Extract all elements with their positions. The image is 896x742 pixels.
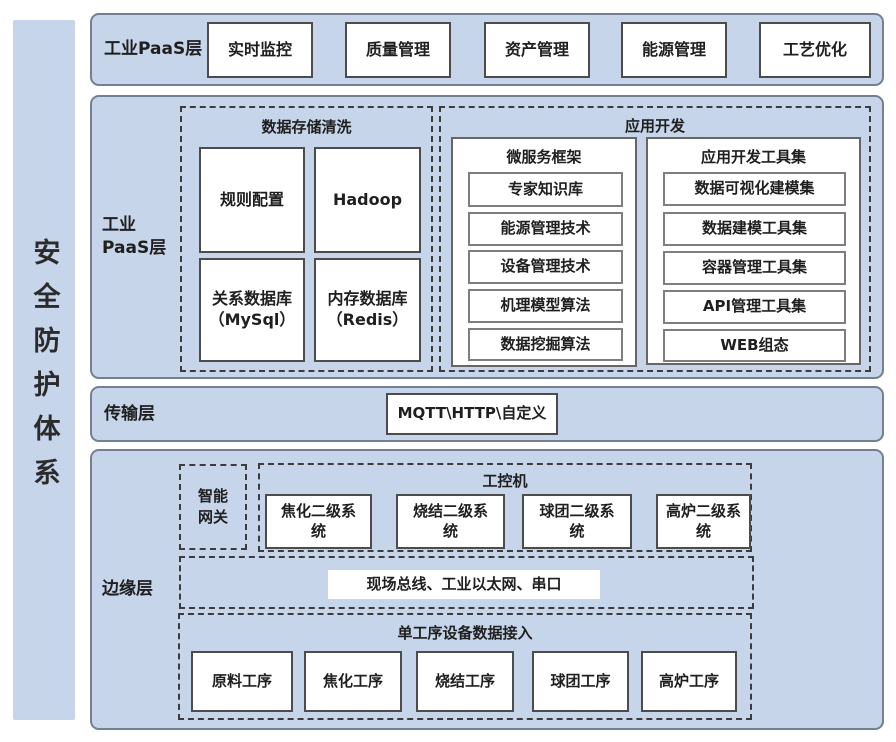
appdev-toolset-panel: 应用开发工具集 数据可视化建模集 数据建模工具集 容器管理工具集 API管理工具…: [646, 137, 861, 365]
fieldbus-group: 现场总线、工业以太网、串口: [179, 556, 754, 609]
data-viz-modeling-box: 数据可视化建模集: [663, 172, 846, 206]
hadoop-box: Hadoop: [314, 147, 421, 253]
ipc-title: 工控机: [482, 472, 528, 490]
edge-layer-section: 边缘层 智能 网关 工控机 焦化二级系 统 烧结二级系 统 球团二级系 统 高炉…: [90, 449, 884, 730]
app-development-group: 应用开发 微服务框架 专家知识库 能源管理技术 设备管理技术 机理模型算法 数据…: [439, 106, 871, 372]
web-config-box: WEB组态: [663, 329, 846, 362]
app-development-title: 应用开发: [624, 117, 685, 135]
fieldbus-label-box: 现场总线、工业以太网、串口: [328, 570, 600, 599]
pelletizing-l2-system-box: 球团二级系 统: [522, 494, 632, 549]
appdev-toolset-title: 应用开发工具集: [700, 148, 806, 166]
paas-layer-section: 工业 PaaS层 数据存储清洗 规则配置 Hadoop 关系数据库 （MySql…: [90, 95, 884, 379]
security-sidebar: 安全防护体系: [13, 20, 75, 720]
smart-gateway-label: 智能 网关: [197, 487, 228, 526]
realtime-monitoring-box: 实时监控: [207, 22, 313, 78]
coking-process-box: 焦化工序: [304, 651, 402, 712]
sintering-l2-system-box: 烧结二级系 统: [396, 494, 505, 549]
rule-config-box: 规则配置: [199, 147, 305, 253]
app-layer-section: 工业PaaS层 实时监控 质量管理 资产管理 能源管理 工艺优化: [90, 13, 884, 86]
transport-layer-section: 传输层 MQTT\HTTP\自定义: [90, 386, 884, 442]
blast-furnace-l2-system-box: 高炉二级系 统: [656, 494, 751, 549]
energy-mgmt-tech-box: 能源管理技术: [468, 212, 623, 246]
raw-material-process-box: 原料工序: [191, 651, 293, 712]
expert-knowledge-box: 专家知识库: [468, 172, 623, 207]
ipc-group: 工控机 焦化二级系 统 烧结二级系 统 球团二级系 统 高炉二级系 统: [258, 463, 752, 552]
mqtt-http-box: MQTT\HTTP\自定义: [386, 393, 558, 435]
data-mining-box: 数据挖掘算法: [468, 328, 623, 361]
transport-layer-label: 传输层: [104, 403, 155, 424]
coking-l2-system-box: 焦化二级系 统: [265, 494, 372, 549]
sintering-process-box: 烧结工序: [416, 651, 514, 712]
mechanism-model-box: 机理模型算法: [468, 289, 623, 323]
process-data-access-group: 单工序设备数据接入 原料工序 焦化工序 烧结工序 球团工序 高炉工序: [178, 613, 752, 720]
equipment-mgmt-tech-box: 设备管理技术: [468, 250, 623, 284]
app-layer-label: 工业PaaS层: [104, 39, 203, 60]
blast-furnace-process-box: 高炉工序: [641, 651, 737, 712]
container-mgmt-tools-box: 容器管理工具集: [663, 251, 846, 285]
data-storage-title: 数据存储清洗: [261, 118, 352, 136]
process-optimization-box: 工艺优化: [759, 22, 871, 78]
smart-gateway-box: 智能 网关: [179, 464, 247, 550]
asset-management-box: 资产管理: [484, 22, 590, 78]
api-mgmt-tools-box: API管理工具集: [663, 290, 846, 324]
energy-management-box: 能源管理: [621, 22, 727, 78]
pelletizing-process-box: 球团工序: [532, 651, 629, 712]
redis-db-box: 内存数据库 （Redis）: [314, 258, 421, 362]
data-modeling-tools-box: 数据建模工具集: [663, 212, 846, 246]
microservice-framework-panel: 微服务框架 专家知识库 能源管理技术 设备管理技术 机理模型算法 数据挖掘算法: [451, 137, 637, 367]
quality-management-box: 质量管理: [345, 22, 451, 78]
mysql-db-box: 关系数据库 （MySql）: [199, 258, 305, 362]
data-storage-group: 数据存储清洗 规则配置 Hadoop 关系数据库 （MySql） 内存数据库 （…: [180, 106, 433, 372]
security-sidebar-label: 安全防护体系: [28, 238, 60, 502]
edge-layer-label: 边缘层: [102, 579, 153, 600]
paas-layer-label: 工业 PaaS层: [102, 215, 167, 258]
microservice-framework-title: 微服务框架: [506, 148, 582, 166]
process-data-access-title: 单工序设备数据接入: [397, 624, 533, 642]
